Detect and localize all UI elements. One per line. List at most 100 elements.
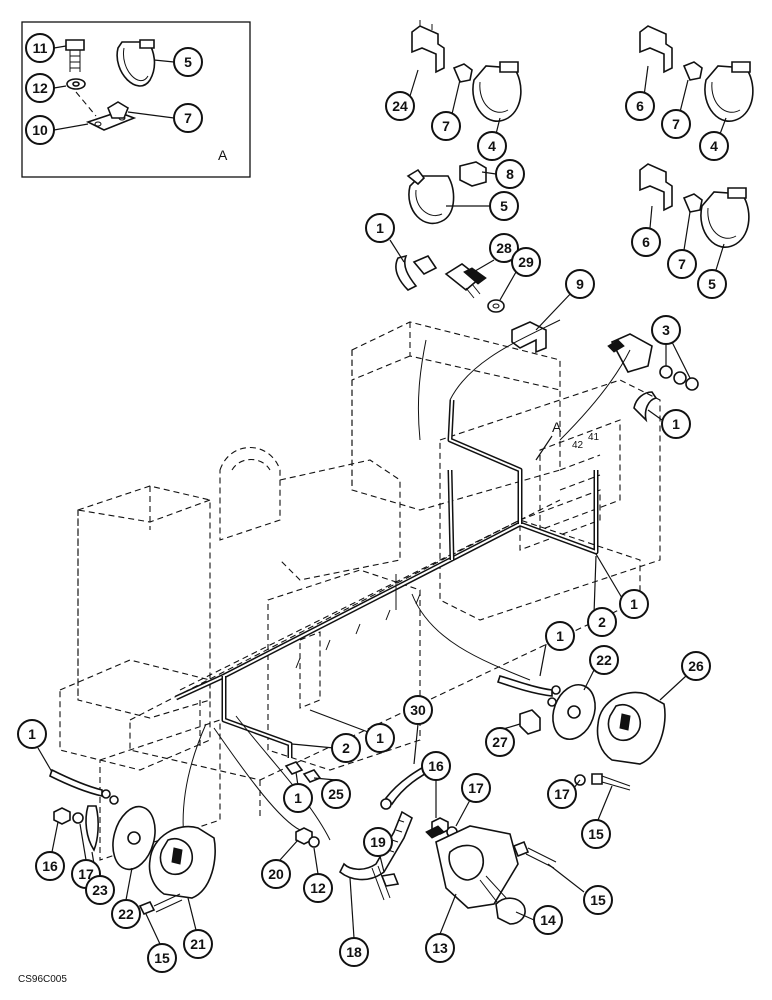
- svg-text:1: 1: [630, 596, 638, 612]
- svg-text:16: 16: [42, 858, 58, 874]
- svg-text:3: 3: [662, 322, 670, 338]
- callout-6: 6: [625, 91, 655, 121]
- terminal-top: [412, 255, 438, 275]
- callout-12: 12: [303, 873, 333, 903]
- pressure-switch-3: [607, 333, 653, 373]
- callout-6: 6: [631, 227, 661, 257]
- callout-24: 24: [385, 91, 415, 121]
- svg-text:1: 1: [556, 628, 564, 644]
- svg-text:2: 2: [342, 740, 350, 756]
- socket-26: [596, 691, 666, 765]
- svg-text:8: 8: [506, 166, 514, 182]
- panel-mark-left: 42: [572, 440, 584, 451]
- callout-1: 1: [283, 783, 313, 813]
- panel-mark-right: 41: [588, 432, 600, 443]
- callout-14: 14: [533, 905, 563, 935]
- callout-26: 26: [681, 651, 711, 681]
- callout-7: 7: [661, 109, 691, 139]
- svg-text:21: 21: [190, 936, 206, 952]
- callout-2: 2: [587, 607, 617, 637]
- callout-17: 17: [547, 779, 577, 809]
- plate-22-left: [112, 805, 156, 871]
- bracket-6b: [639, 163, 673, 212]
- svg-text:2: 2: [598, 614, 606, 630]
- svg-text:7: 7: [442, 118, 450, 134]
- svg-text:16: 16: [428, 758, 444, 774]
- callout-3: 3: [651, 315, 681, 345]
- callout-23: 23: [85, 875, 115, 905]
- callout-7: 7: [173, 103, 203, 133]
- clip-9: [511, 321, 547, 354]
- callout-22: 22: [589, 645, 619, 675]
- svg-text:7: 7: [184, 110, 192, 126]
- svg-text:15: 15: [588, 826, 604, 842]
- wire-lower-right: [496, 675, 553, 697]
- callout-17: 17: [461, 773, 491, 803]
- callout-30: 30: [403, 695, 433, 725]
- wire-stub-top: [395, 254, 418, 291]
- svg-text:17: 17: [78, 866, 94, 882]
- svg-text:10: 10: [32, 122, 48, 138]
- callout-5: 5: [489, 191, 519, 221]
- solenoid-13: [425, 825, 519, 909]
- svg-text:30: 30: [410, 702, 426, 718]
- callout-29: 29: [511, 247, 541, 277]
- grommet-27: [519, 709, 541, 735]
- callout-4: 4: [699, 131, 729, 161]
- svg-text:18: 18: [346, 944, 362, 960]
- callout-5: 5: [697, 269, 727, 299]
- svg-text:1: 1: [376, 730, 384, 746]
- callout-11: 11: [25, 33, 55, 63]
- svg-text:29: 29: [518, 254, 534, 270]
- svg-text:15: 15: [590, 892, 606, 908]
- callout-13: 13: [425, 933, 455, 963]
- svg-text:19: 19: [370, 834, 386, 850]
- svg-text:12: 12: [32, 80, 48, 96]
- wire-23: [85, 805, 99, 852]
- svg-text:17: 17: [554, 786, 570, 802]
- callout-9: 9: [565, 269, 595, 299]
- strap-18: [338, 810, 413, 901]
- callout-7: 7: [667, 249, 697, 279]
- callout-1: 1: [661, 409, 691, 439]
- clip-7a: [452, 63, 473, 83]
- clamp-5b: [700, 187, 750, 248]
- view-marker-a: A: [552, 419, 562, 435]
- callout-4: 4: [477, 131, 507, 161]
- callout-10: 10: [25, 115, 55, 145]
- callout-18: 18: [339, 937, 369, 967]
- svg-text:7: 7: [678, 256, 686, 272]
- washer-12: [308, 836, 320, 848]
- svg-text:1: 1: [672, 416, 680, 432]
- svg-text:1: 1: [294, 790, 302, 806]
- callout-16: 16: [35, 851, 65, 881]
- figure-code: CS96C005: [18, 974, 67, 985]
- socket-21: [148, 825, 216, 899]
- svg-text:6: 6: [636, 98, 644, 114]
- callout-15: 15: [581, 819, 611, 849]
- callout-2: 2: [331, 733, 361, 763]
- callout-25: 25: [321, 779, 351, 809]
- callout-15: 15: [147, 943, 177, 973]
- bracket-24: [411, 20, 445, 74]
- callout-28: 28: [489, 233, 519, 263]
- svg-text:5: 5: [184, 54, 192, 70]
- svg-text:1: 1: [28, 726, 36, 742]
- inset-a: A: [21, 21, 251, 178]
- inset-label: A: [218, 147, 228, 163]
- callout-7: 7: [431, 111, 461, 141]
- svg-text:14: 14: [540, 912, 556, 928]
- clamp-5a: [406, 168, 455, 225]
- callout-1: 1: [619, 589, 649, 619]
- svg-text:5: 5: [500, 198, 508, 214]
- bracket-6a: [639, 25, 673, 74]
- svg-text:17: 17: [468, 780, 484, 796]
- callout-1: 1: [545, 621, 575, 651]
- clip-7c: [682, 193, 703, 213]
- callout-22: 22: [111, 899, 141, 929]
- callout-8: 8: [495, 159, 525, 189]
- svg-text:4: 4: [488, 138, 496, 154]
- clip-8: [459, 161, 487, 187]
- callout-1: 1: [365, 213, 395, 243]
- svg-text:27: 27: [492, 734, 508, 750]
